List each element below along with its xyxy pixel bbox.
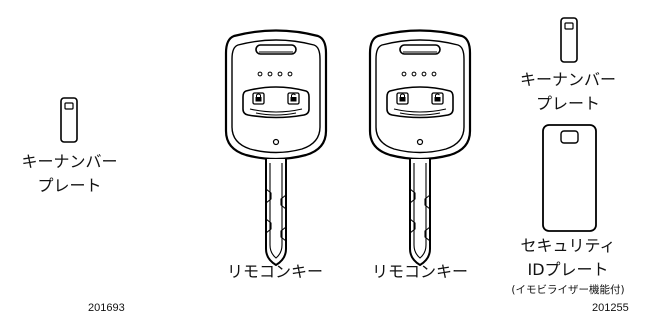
left-figure-code: 201693	[88, 302, 125, 314]
remote-key-image-1	[226, 31, 326, 266]
security-note: (イモビライザー機能付)	[488, 284, 648, 297]
security-label-line1: セキュリティ	[498, 236, 638, 256]
left-plate-label-line2: プレート	[2, 176, 137, 196]
security-label-line2: IDプレート	[498, 260, 638, 280]
left-plate-label-line1: キーナンバー	[2, 152, 137, 172]
remote-key-image-2	[370, 31, 470, 266]
key-number-plate-left	[61, 98, 77, 142]
remote-key-label-1: リモコンキー	[205, 262, 345, 282]
security-id-plate	[543, 125, 596, 231]
remote-key-label-2: リモコンキー	[350, 262, 490, 282]
right-plate-label-line2: プレート	[498, 94, 638, 114]
key-number-plate-right	[561, 18, 577, 62]
right-figure-code: 201255	[592, 302, 629, 314]
right-plate-label-line1: キーナンバー	[498, 70, 638, 90]
